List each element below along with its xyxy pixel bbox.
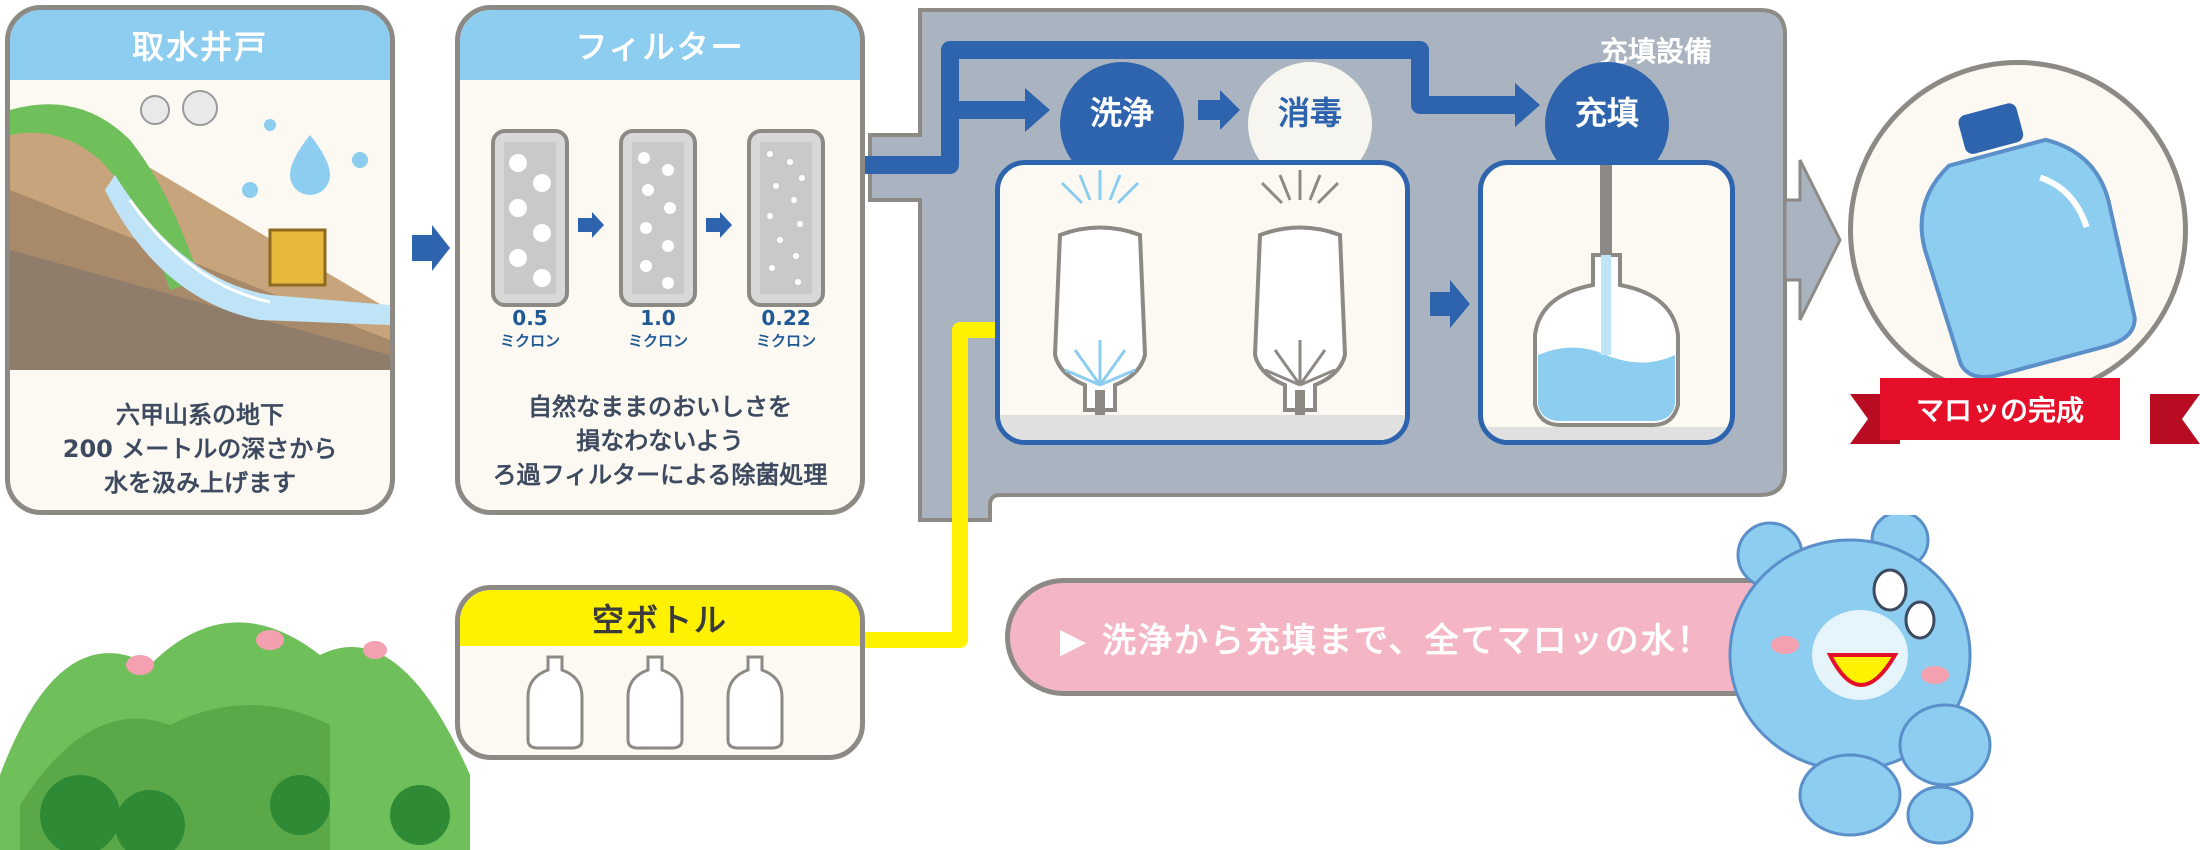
filter-card: フィルター 0.5 ミクロン 1.0 ミクロン (455, 5, 865, 515)
arrow-disinfect-fill (1430, 280, 1470, 328)
arrow-well-filter (412, 225, 450, 271)
filter-arrow-2 (706, 212, 732, 238)
filter-desc-line-2: 損なわないよう (576, 427, 744, 455)
pipe-arrow-1 (1025, 88, 1050, 132)
yellow-pipe (862, 322, 1020, 648)
filter-value-1: 0.5 (512, 306, 548, 330)
empty-bottles-illustration (526, 655, 784, 750)
completion-circle (1848, 60, 2188, 400)
filter-unit-3: ミクロン (755, 332, 816, 350)
step-arrow-wash-disinfect (1220, 90, 1240, 130)
mascot-illustration (1728, 515, 1992, 845)
pipe-arrow-2 (1515, 83, 1540, 127)
filter-column-1: 0.5 ミクロン (490, 128, 570, 358)
filter-column-2: 1.0 ミクロン (618, 128, 698, 358)
blue-pipe (862, 41, 1515, 174)
well-title: 取水井戸 (10, 10, 390, 80)
fill-chamber (1478, 160, 1735, 445)
empty-bottle-1 (526, 655, 584, 750)
well-desc-line-1: 六甲山系の地下 (116, 401, 284, 429)
filter-value-3: 0.22 (761, 306, 811, 330)
empty-bottle-2 (626, 655, 684, 750)
filter-unit-1: ミクロン (499, 332, 560, 350)
filter-arrow-1 (578, 212, 604, 238)
filter-column-3: 0.22 ミクロン (746, 128, 826, 358)
bottle-wash (1052, 225, 1148, 412)
completion-label: マロッの完成 (1880, 378, 2120, 440)
fill-illustration (1483, 165, 1730, 440)
filter-cartridge-1 (491, 129, 569, 307)
message-banner: ▶ 洗浄から充填まで、全てマロッの水！ (1005, 578, 1825, 696)
well-illustration (10, 80, 390, 370)
filter-desc-line-1: 自然なままのおいしさを (528, 393, 792, 421)
arrow-to-completion (1783, 159, 1842, 321)
completed-bottle-icon (1919, 103, 2137, 379)
well-desc-line-2: 200 メートルの深さから (62, 435, 338, 463)
empty-bottle-card: 空ボトル (455, 585, 865, 760)
filter-cartridge-3 (747, 129, 825, 307)
filter-cartridge-2 (619, 129, 697, 307)
empty-bottle-title: 空ボトル (460, 590, 860, 646)
empty-bottle-3 (726, 655, 784, 750)
green-hills-illustration (0, 622, 470, 850)
filter-value-2: 1.0 (640, 306, 676, 330)
well-desc-line-3: 水を汲み上げます (104, 469, 296, 497)
filter-arrows (578, 212, 732, 238)
bottle-disinfect (1252, 225, 1348, 412)
well-card: 取水井戸 六甲山系の地下 200 メートルの深さから 水を汲み上げます (5, 5, 395, 515)
filter-title: フィルター (460, 10, 860, 80)
wash-disinfect-illustration (1000, 170, 1405, 440)
filter-unit-2: ミクロン (627, 332, 688, 350)
filter-desc-line-3: ろ過フィルターによる除菌処理 (492, 461, 828, 489)
wash-disinfect-chamber (995, 160, 1410, 445)
